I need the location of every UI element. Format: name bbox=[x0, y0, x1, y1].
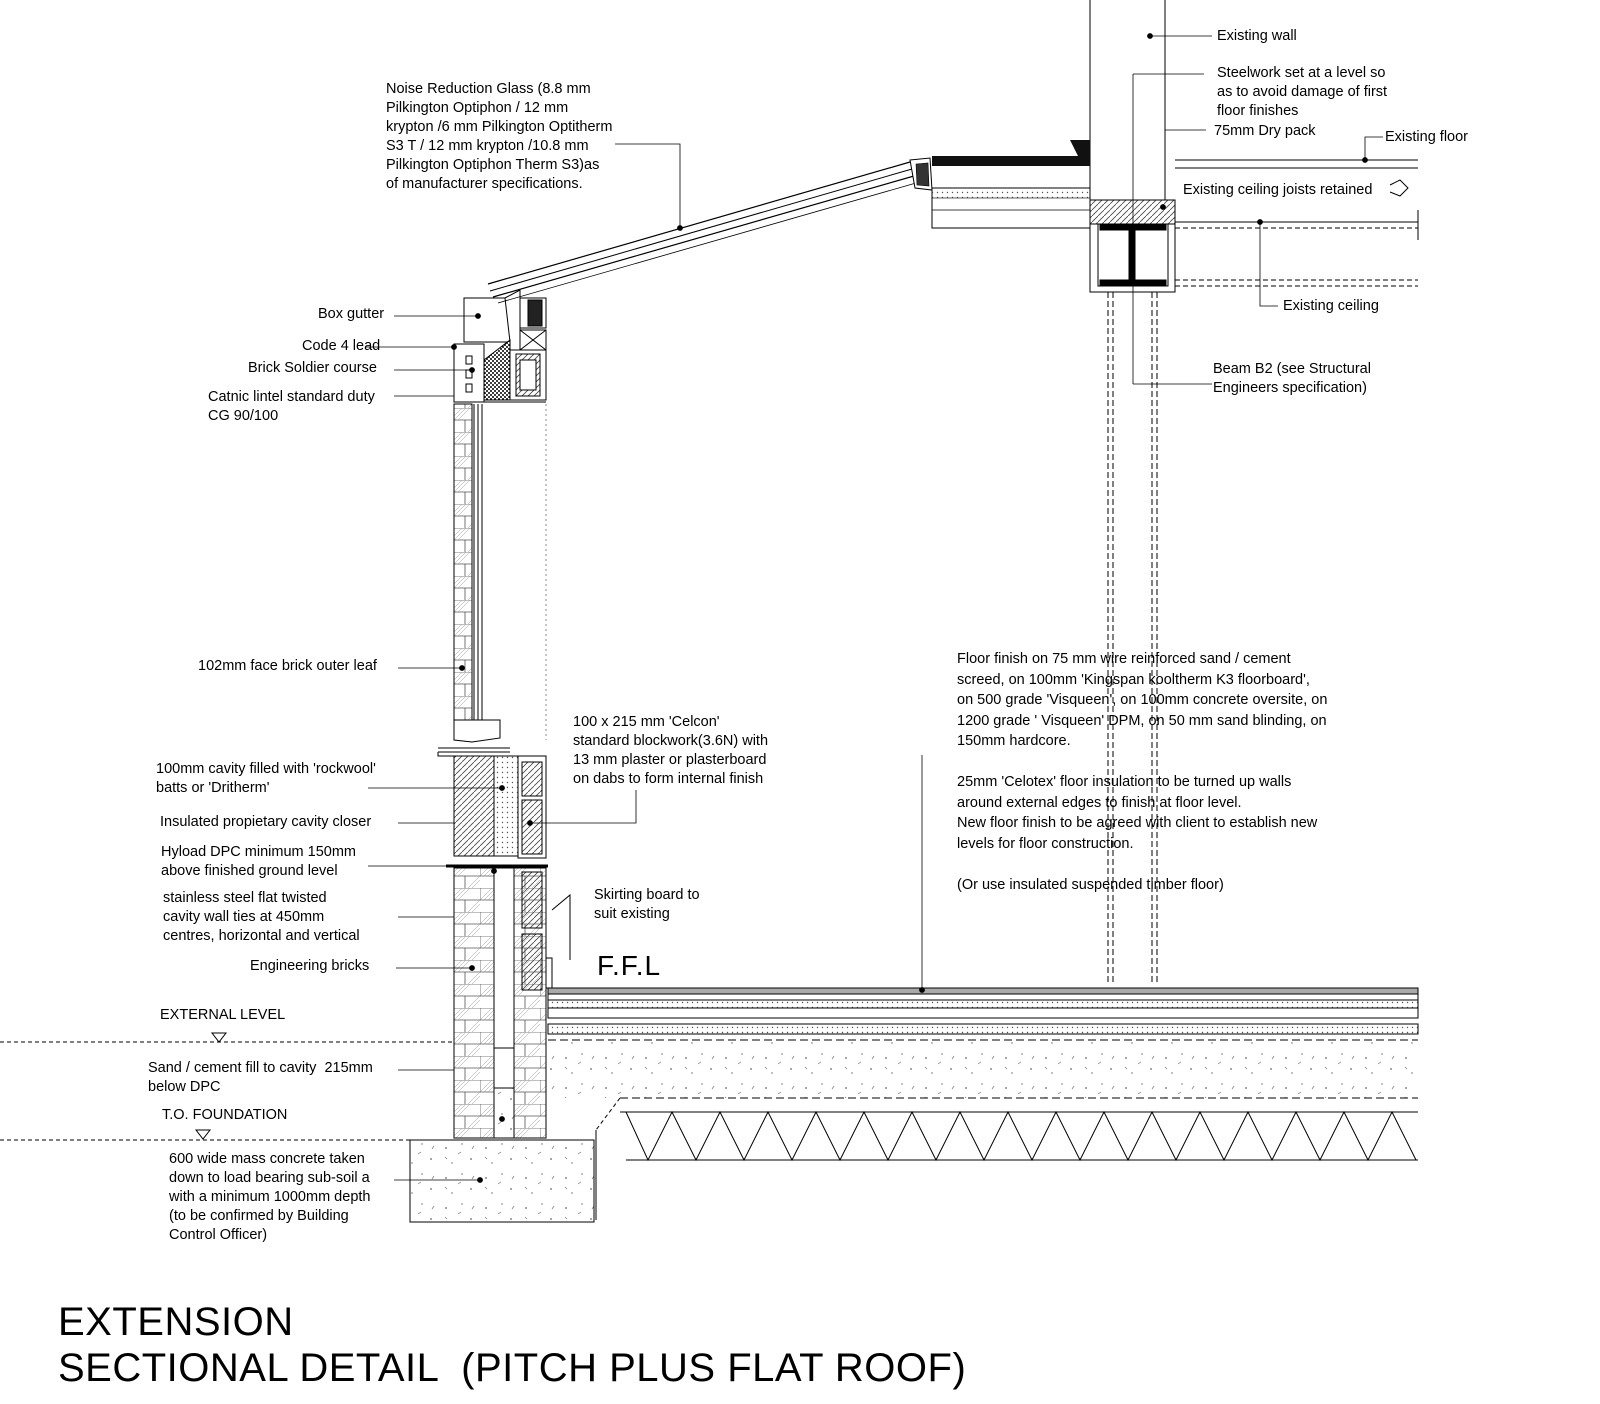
label-wall-ties: stainless steel flat twisted cavity wall… bbox=[163, 890, 360, 944]
label-foundation: 600 wide mass concrete taken down to loa… bbox=[169, 1151, 371, 1243]
label-external-level: EXTERNAL LEVEL bbox=[160, 1007, 286, 1023]
label-brick-soldier: Brick Soldier course bbox=[248, 360, 377, 376]
label-catnic: Catnic lintel standard duty CG 90/100 bbox=[208, 389, 375, 424]
title-line-2: SECTIONAL DETAIL (PITCH PLUS FLAT ROOF) bbox=[58, 1346, 967, 1390]
label-glass: Noise Reduction Glass (8.8 mm Pilkington… bbox=[386, 81, 613, 192]
label-existing-ceiling: Existing ceiling bbox=[1283, 298, 1379, 314]
label-hyload-dpc: Hyload DPC minimum 150mm above finished … bbox=[161, 844, 356, 879]
label-cavity-filled: 100mm cavity filled with 'rockwool' batt… bbox=[156, 761, 376, 796]
flat-roof bbox=[931, 140, 1091, 229]
steel-beam bbox=[1089, 199, 1176, 985]
label-to-foundation: T.O. FOUNDATION bbox=[162, 1107, 288, 1123]
label-code4-lead: Code 4 lead bbox=[302, 338, 381, 354]
label-sand-fill: Sand / cement fill to cavity 215mm below… bbox=[148, 1060, 373, 1095]
existing-wall bbox=[1087, 0, 1166, 200]
label-skirting: Skirting board to suit existing bbox=[594, 887, 700, 922]
label-face-brick: 102mm face brick outer leaf bbox=[198, 658, 377, 674]
label-beam-b2: Beam B2 (see Structural Engineers specif… bbox=[1213, 361, 1371, 396]
pitched-glass-roof bbox=[487, 157, 933, 304]
label-dry-pack: 75mm Dry pack bbox=[1214, 123, 1316, 139]
box-gutter bbox=[463, 289, 547, 351]
leader-lines bbox=[366, 33, 1383, 1183]
existing-floor-ceiling bbox=[1175, 159, 1419, 287]
label-existing-floor: Existing floor bbox=[1385, 129, 1469, 145]
label-existing-wall: Existing wall bbox=[1217, 28, 1297, 44]
label-eng-bricks: Engineering bricks bbox=[250, 958, 370, 974]
label-existing-joists: Existing ceiling joists retained bbox=[1183, 182, 1373, 198]
ground-foundation bbox=[0, 1032, 595, 1223]
label-steelwork: Steelwork set at a level so as to avoid … bbox=[1217, 65, 1388, 119]
label-ffl: F.F.L bbox=[597, 950, 662, 981]
skirting bbox=[545, 893, 571, 989]
floor-construction bbox=[547, 987, 1419, 1220]
label-cavity-closer: Insulated propietary cavity closer bbox=[160, 814, 372, 830]
outer-leaf-window bbox=[437, 403, 547, 757]
label-celcon: 100 x 215 mm 'Celcon' standard blockwork… bbox=[573, 714, 769, 787]
cavity-wall bbox=[446, 755, 548, 1139]
label-box-gutter: Box gutter bbox=[318, 306, 385, 322]
title-line-1: EXTENSION bbox=[58, 1300, 294, 1344]
label-floor-finish: Floor finish on 75 mm wire reinforced sa… bbox=[957, 651, 1328, 893]
lintel-soldier-course bbox=[453, 338, 547, 403]
